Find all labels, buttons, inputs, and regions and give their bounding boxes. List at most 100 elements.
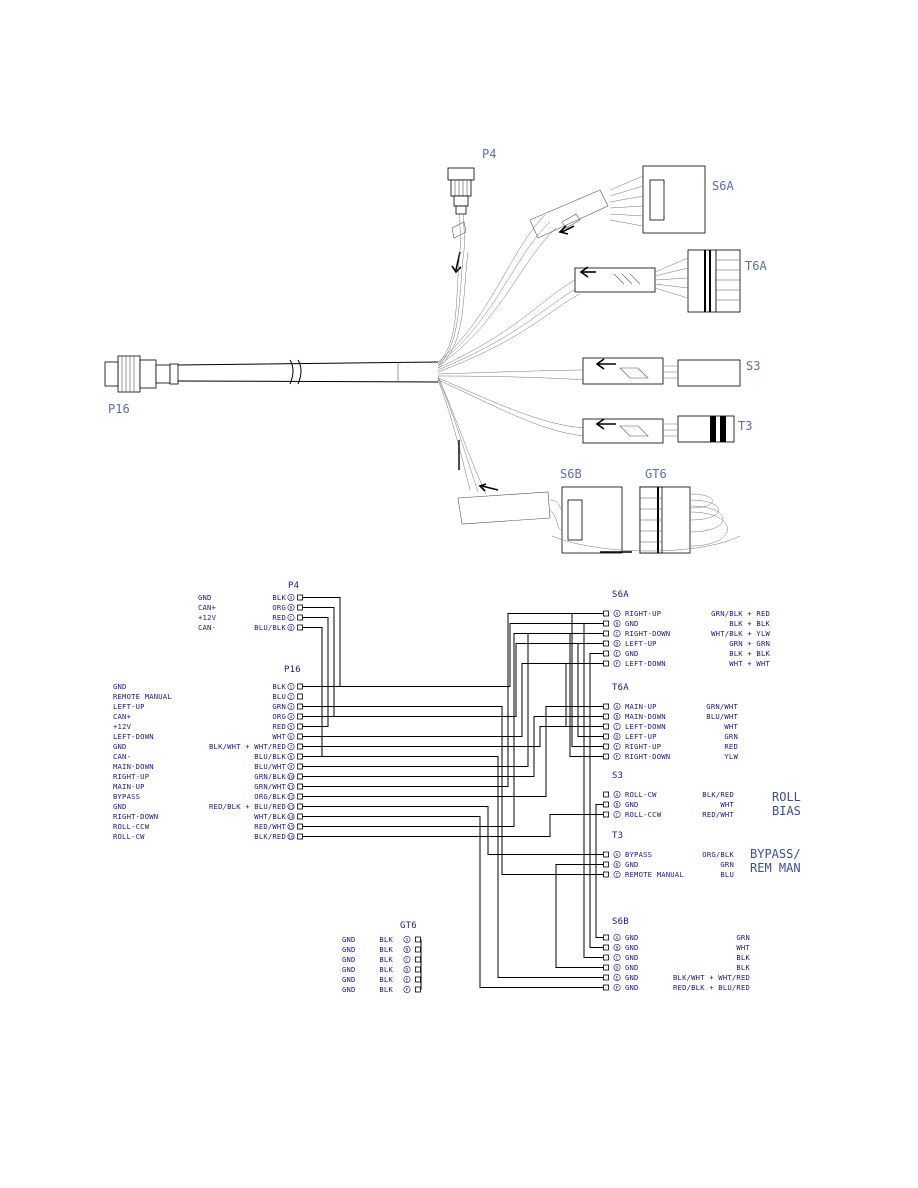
s3-signal-2: ROLL-CCW	[625, 810, 662, 819]
gt6-pin-5: F	[406, 988, 409, 994]
t3-color-1: GRN	[720, 860, 734, 869]
p16-pin-14-circle	[287, 822, 295, 830]
wire-13	[302, 706, 604, 797]
gt6-signal-1: GND	[342, 945, 356, 954]
p16-pin-1-circle	[287, 692, 295, 700]
t6a-color-1: BLU/WHT	[706, 712, 738, 721]
t3-pin-2: C	[616, 873, 619, 879]
s6b-pin-4: E	[616, 976, 619, 982]
photo-label-gt6: GT6	[645, 467, 667, 481]
p4-terminal-2	[297, 614, 303, 621]
t6a-signal-3: LEFT-UP	[625, 732, 657, 741]
t6a-pin-0: A	[616, 705, 619, 711]
t3-side-label-1: BYPASS/	[750, 847, 801, 861]
s6b-pin-2-circle	[613, 953, 621, 961]
photo-label-p4: P4	[482, 147, 496, 161]
s6b-pin-1: B	[616, 946, 619, 952]
p16-pin-6: 7	[290, 745, 293, 751]
t3-pin-2-circle	[613, 870, 621, 878]
p16-terminal-3	[297, 713, 303, 720]
wire-12	[302, 613, 604, 787]
s6a-pin-0: A	[616, 612, 619, 618]
wire-22	[577, 643, 604, 737]
t3-side-label-2: REM MAN	[750, 861, 801, 875]
p4-color-0: BLK	[272, 593, 286, 602]
p16-terminal-15	[297, 833, 303, 840]
p4-signal-2: +12V	[198, 613, 217, 622]
t6a-signal-0: MAIN-UP	[625, 702, 657, 711]
t6a-signal-4: RIGHT-UP	[625, 742, 661, 751]
t6a-terminal-0	[603, 703, 609, 710]
p16-color-1: BLU	[272, 692, 286, 701]
s3-terminal-1	[603, 801, 609, 808]
s6b-pin-4-circle	[613, 973, 621, 981]
p16-signal-14: ROLL-CCW	[113, 822, 150, 831]
p16-color-10: GRN/WHT	[254, 782, 286, 791]
t3-signal-1: GND	[625, 860, 639, 869]
t3-title: T3	[612, 831, 623, 841]
p16-pin-1: 2	[290, 695, 293, 701]
p16-signal-1: REMOTE MANUAL	[113, 692, 172, 701]
s6a-signal-2: RIGHT-DOWN	[625, 629, 670, 638]
wire-9	[302, 756, 604, 978]
s6b-pin-5: F	[616, 986, 619, 992]
s6b-pin-2: C	[616, 956, 619, 962]
p16-pin-2: 3	[290, 705, 293, 711]
p16-pin-7: 8	[290, 755, 293, 761]
p16-terminal-10	[297, 783, 303, 790]
harness-wires	[437, 213, 586, 495]
p16-pin-15: 16	[288, 835, 294, 841]
p16-color-14: RED/WHT	[254, 822, 286, 831]
t3-color-0: ORG/BLK	[702, 850, 734, 859]
s6a-pin-4: E	[616, 652, 619, 658]
s6a-color-2: WHT/BLK + YLW	[711, 629, 770, 638]
s6b-terminal-3	[603, 964, 609, 971]
wire-4	[302, 623, 604, 687]
gt6-pin-4-circle	[403, 975, 411, 983]
s6a-signal-1: GND	[625, 619, 639, 628]
photo-label-t3: T3	[738, 419, 752, 433]
gt6-color-0: BLK	[379, 935, 393, 944]
wire-21	[569, 633, 604, 757]
p16-signal-9: RIGHT-UP	[113, 772, 149, 781]
t6a-color-4: RED	[724, 742, 738, 751]
photo-label-s3: S3	[746, 359, 760, 373]
s6a-connector-drawing	[529, 165, 706, 239]
t6a-pin-4: E	[616, 745, 619, 751]
t6a-terminal-4	[603, 743, 609, 750]
s6a-color-0: GRN/BLK + RED	[711, 609, 770, 618]
p16-pin-5: 6	[290, 735, 293, 741]
p4-signal-1: CAN+	[198, 603, 217, 612]
p4-color-2: RED	[272, 613, 286, 622]
s6b-signal-5: GND	[625, 983, 639, 992]
p16-pin-8-circle	[287, 762, 295, 770]
p16-terminal-0	[297, 683, 303, 690]
s3-title: S3	[612, 771, 623, 781]
p16-terminal-7	[297, 753, 303, 760]
wire-2	[302, 617, 329, 727]
p4-color-3: BLU/BLK	[254, 623, 286, 632]
photo-label-t6a: T6A	[745, 259, 767, 273]
p16-pin-9-circle	[287, 772, 295, 780]
p16-terminal-2	[297, 703, 303, 710]
p16-signal-13: RIGHT-DOWN	[113, 812, 158, 821]
p16-pin-3: 4	[290, 715, 293, 721]
gt6-pin-2: C	[406, 958, 409, 964]
wire-25	[595, 804, 604, 938]
p4-signal-0: GND	[198, 593, 212, 602]
t6a-color-2: WHT	[724, 722, 738, 731]
t6a-pin-3: D	[616, 735, 619, 741]
s6a-pin-1-circle	[613, 619, 621, 627]
s3-terminal-2	[603, 811, 609, 818]
t3-signal-0: BYPASS	[625, 850, 652, 859]
t6a-pin-1: B	[616, 715, 619, 721]
t3-signal-2: REMOTE MANUAL	[625, 870, 684, 879]
p16-pin-10-circle	[287, 782, 295, 790]
s6b-pin-3: D	[616, 966, 619, 972]
gt6-color-1: BLK	[379, 945, 393, 954]
p16-color-4: RED	[272, 722, 286, 731]
t6a-signal-2: LEFT-DOWN	[625, 722, 666, 731]
p16-pin-0-circle	[287, 682, 295, 690]
p16-pin-14: 15	[288, 825, 294, 831]
s6b-terminal-1	[603, 944, 609, 951]
